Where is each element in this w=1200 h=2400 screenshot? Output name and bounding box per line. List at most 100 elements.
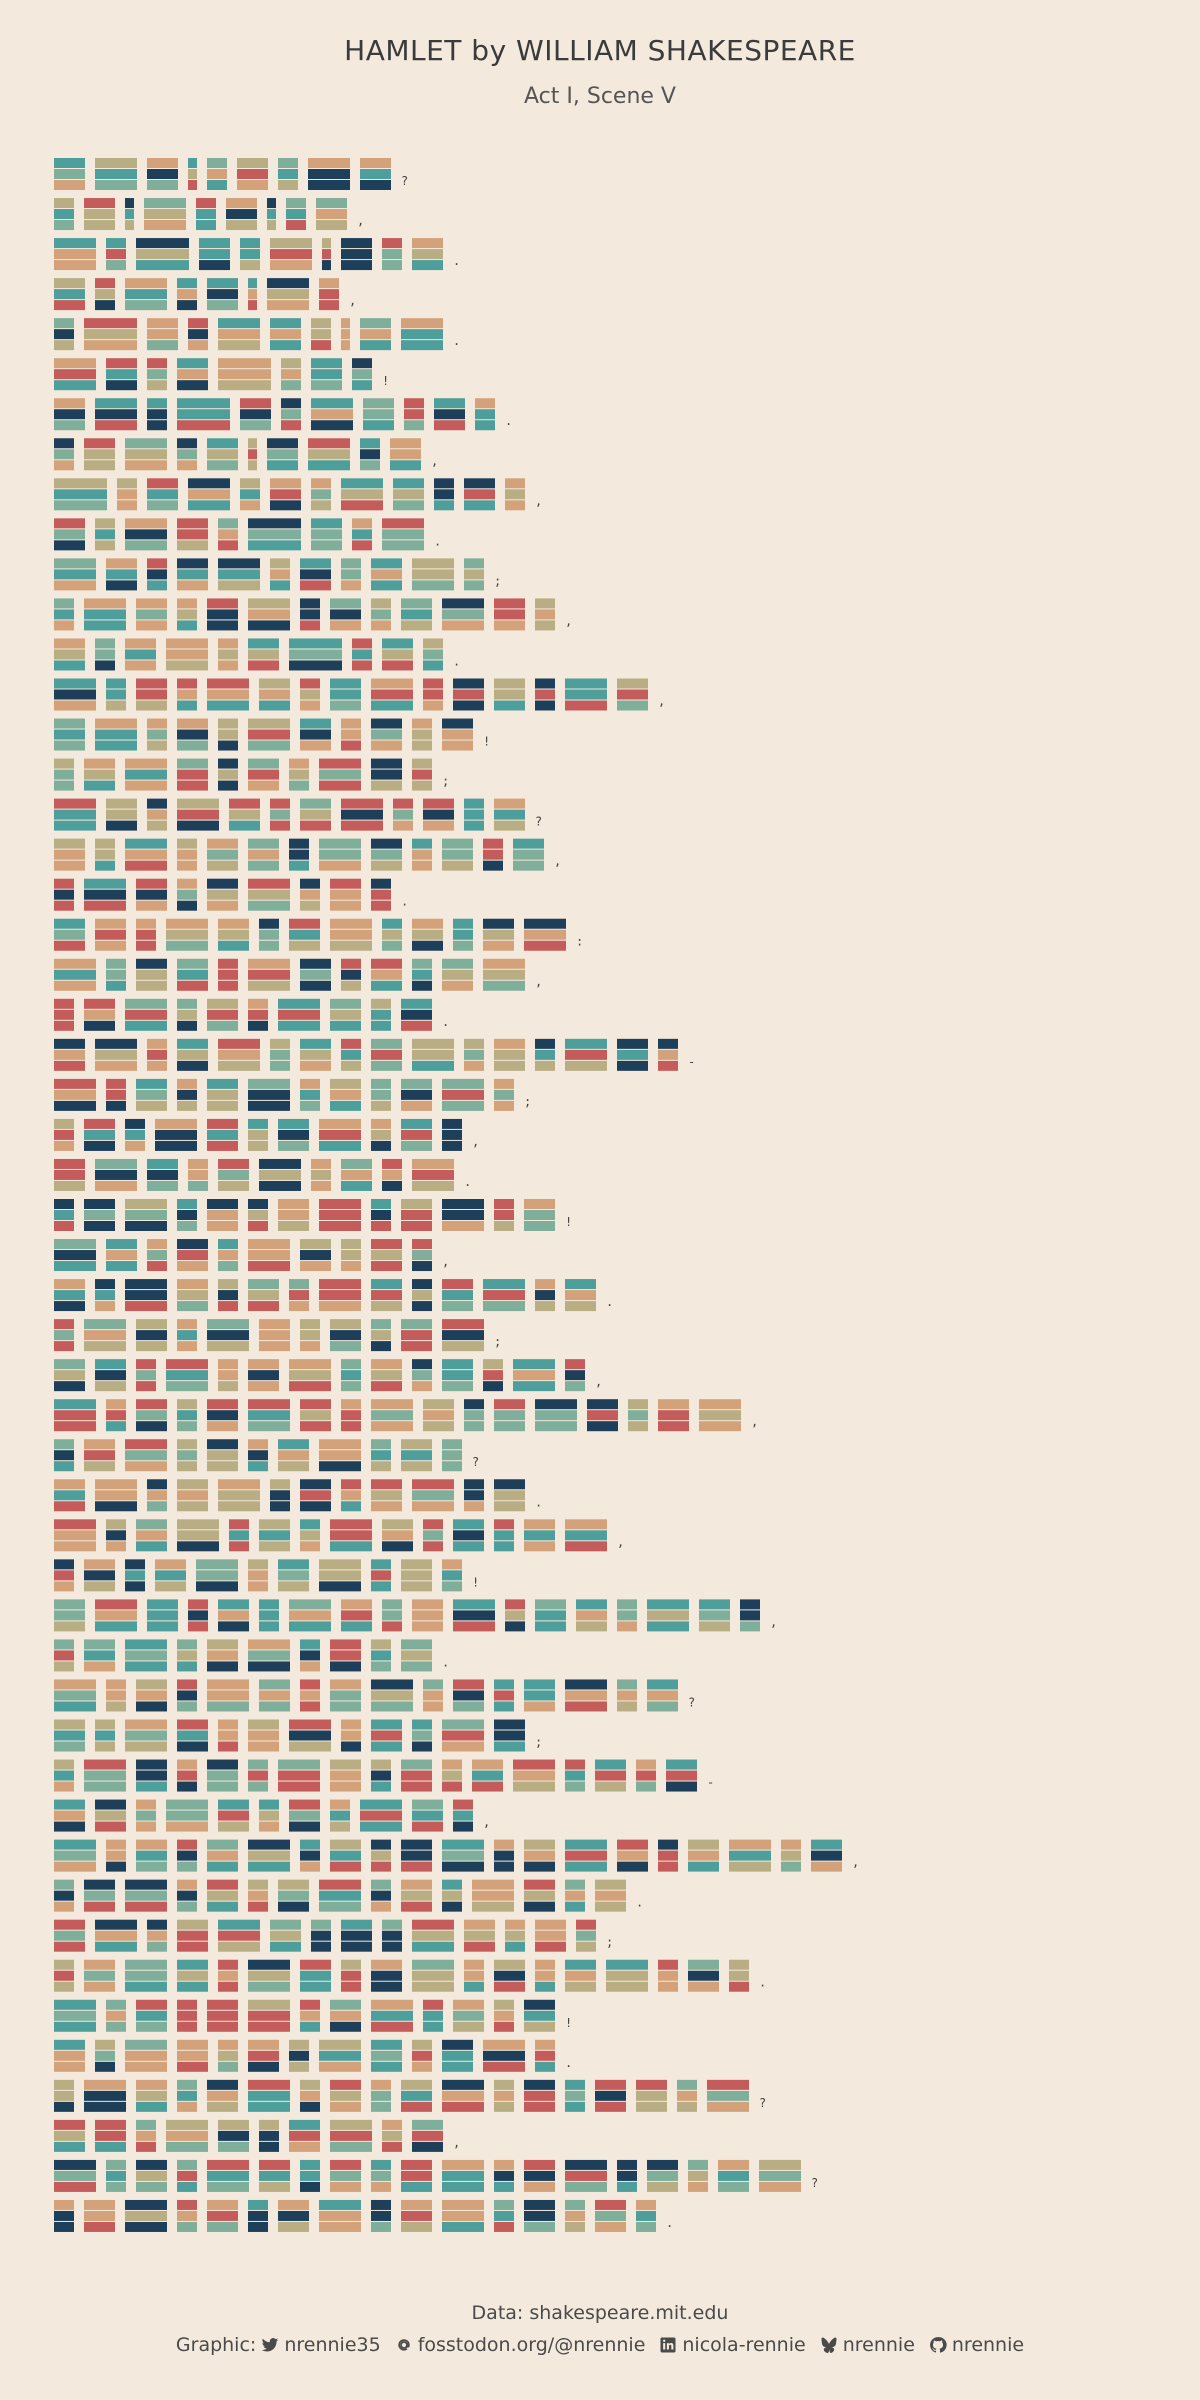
word-block	[371, 780, 402, 791]
word-block	[188, 169, 197, 179]
punctuation-mark: .	[606, 1295, 613, 1309]
punctuation-mark: !	[472, 1575, 479, 1589]
word-block	[401, 1839, 432, 1850]
text-line: ,	[54, 1519, 624, 1552]
word-block	[289, 1279, 309, 1290]
word-block	[248, 1861, 290, 1872]
word-block	[371, 1279, 402, 1290]
word-block	[412, 1810, 443, 1821]
word-block	[401, 1770, 432, 1781]
word-block	[330, 1781, 361, 1792]
word-block	[371, 838, 402, 849]
word-block	[371, 609, 391, 620]
word-block	[147, 798, 167, 809]
word-block	[404, 420, 424, 431]
word-block	[412, 1239, 432, 1250]
word-block	[401, 1879, 432, 1890]
word-block	[84, 1661, 115, 1672]
word-block	[401, 1450, 432, 1461]
word-block	[54, 878, 74, 889]
word-block	[617, 2181, 637, 2192]
word-block	[688, 1970, 719, 1981]
word-block	[565, 1839, 607, 1850]
word-block	[95, 420, 137, 431]
word-block	[330, 678, 361, 689]
word-block	[54, 1839, 96, 1850]
word-block	[54, 1450, 74, 1461]
word-block	[565, 689, 607, 700]
word-block	[54, 1490, 85, 1501]
mastodon-handle[interactable]: fosstodon.org/@nrennie	[417, 2334, 646, 2356]
word-block	[207, 1319, 249, 1330]
word-block	[617, 1610, 637, 1621]
word-block	[177, 558, 208, 569]
word-block	[322, 238, 331, 249]
word-block	[218, 1180, 249, 1191]
word-block	[412, 1359, 432, 1370]
word-block	[54, 518, 85, 529]
linkedin-handle[interactable]: nicola-rennie	[682, 2334, 806, 2356]
word-block	[300, 2079, 320, 2090]
word-block	[658, 1410, 689, 1421]
word-block	[248, 1118, 268, 1129]
text-line: .	[54, 1158, 471, 1191]
word-block	[535, 1930, 566, 1941]
word-block	[494, 1730, 525, 1741]
word-block	[54, 1279, 85, 1290]
word-block	[494, 1399, 525, 1410]
word-block	[442, 2170, 484, 2181]
word-block	[147, 1941, 167, 1952]
word-block	[371, 969, 402, 980]
word-block	[207, 860, 238, 871]
word-block	[401, 1570, 432, 1581]
word-block	[177, 740, 208, 751]
twitter-handle[interactable]: nrennie35	[284, 2334, 381, 2356]
word-block	[494, 1959, 525, 1970]
word-block	[565, 2199, 585, 2210]
word-block	[319, 1450, 361, 1461]
word-block	[442, 1839, 484, 1850]
word-block	[278, 1140, 309, 1151]
word-block	[472, 1901, 514, 1912]
word-block	[311, 1919, 331, 1930]
word-block	[95, 1370, 126, 1381]
word-block	[382, 638, 413, 649]
word-block	[595, 1781, 626, 1792]
word-block	[218, 558, 260, 569]
word-block	[453, 1621, 495, 1632]
word-block	[84, 998, 115, 1009]
word-block	[54, 2199, 74, 2210]
word-block	[371, 980, 402, 991]
word-block	[84, 1581, 115, 1592]
word-block	[412, 2050, 432, 2061]
word-block	[54, 478, 107, 489]
punctuation-mark: !	[565, 1215, 572, 1229]
word-block	[218, 918, 249, 929]
word-block	[248, 2199, 268, 2210]
word-block	[54, 1239, 96, 1250]
word-block	[54, 798, 96, 809]
word-block	[524, 1221, 555, 1231]
word-block	[54, 918, 85, 929]
text-line: ,	[54, 278, 356, 311]
word-block	[330, 2021, 361, 2032]
word-block	[106, 809, 137, 820]
word-block	[300, 558, 331, 569]
word-block	[330, 1690, 361, 1701]
word-block	[595, 1901, 626, 1912]
word-block	[278, 1759, 320, 1770]
word-block	[401, 1221, 432, 1231]
bluesky-handle[interactable]: nrennie	[842, 2334, 915, 2356]
word-block	[341, 318, 350, 329]
word-block	[382, 238, 402, 249]
word-block	[270, 1060, 290, 1071]
github-handle[interactable]: nrennie	[951, 2334, 1025, 2356]
text-line: !	[54, 1559, 479, 1592]
word-block	[218, 780, 238, 791]
word-block	[382, 1930, 402, 1941]
word-block	[442, 740, 473, 751]
word-block	[401, 1330, 432, 1341]
word-block	[218, 2141, 249, 2152]
word-block	[412, 918, 443, 929]
word-block	[177, 438, 197, 449]
